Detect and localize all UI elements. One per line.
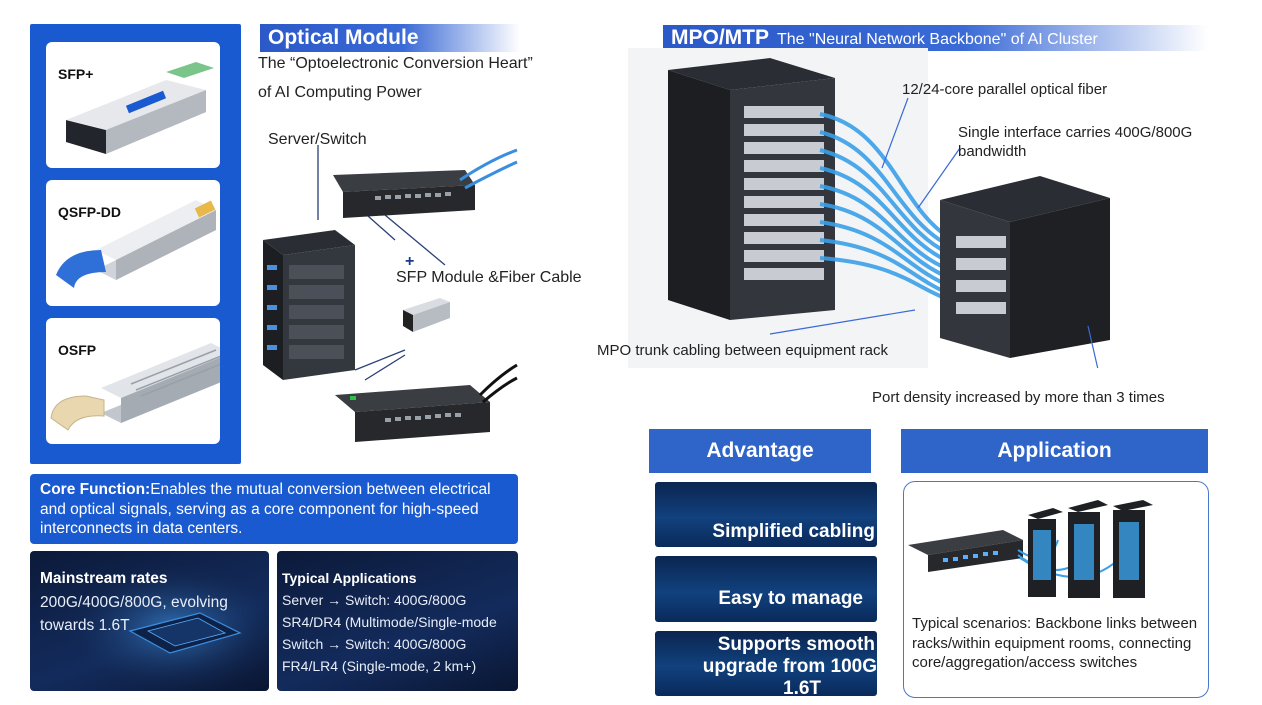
application-header: Application (901, 429, 1208, 473)
callout-fiber: 12/24-core parallel optical fiber (902, 81, 1108, 98)
advantage-card-manage: Easy to manage (655, 556, 877, 622)
product-label: OSFP (58, 342, 97, 358)
sfp-fiber-label: SFP Module &Fiber Cable (396, 269, 582, 286)
product-label: SFP+ (58, 66, 94, 82)
product-card-qsfp-dd[interactable]: QSFP-DD (46, 180, 220, 306)
chip-background-icon (30, 551, 269, 691)
mpo-header: MPO/MTP The "Neural Network Backbone" of … (663, 25, 1208, 51)
advantage-item: Simplified cabling (712, 521, 875, 542)
advantage-card-upgrade: Supports smooth upgrade from 100G 1.6T (655, 631, 877, 696)
plus-icon: + (405, 253, 415, 270)
product-card-osfp[interactable]: OSFP (46, 318, 220, 444)
server-switch-diagram (263, 145, 518, 442)
application-box: Typical scenarios: Backbone links betwee… (903, 481, 1209, 698)
server-switch-label: Server/Switch (268, 131, 367, 148)
callout-bandwidth-1: Single interface carries 400G/800G (958, 124, 1193, 141)
product-card-sfp-plus[interactable]: SFP+ (46, 42, 220, 168)
typical-app-item: Server → Switch: 400G/800G (282, 592, 467, 608)
mainstream-rates-card: Mainstream rates 200G/400G/800G, evolvin… (30, 551, 269, 691)
application-text: Typical scenarios: Backbone links betwee… (912, 615, 1198, 671)
section-title: Optical Module (268, 26, 419, 49)
mainstream-rates-title: Mainstream rates (40, 570, 168, 587)
optical-module-header: Optical Module (260, 24, 520, 52)
callout-trunk: MPO trunk cabling between equipment rack (597, 342, 888, 359)
typical-app-item: Switch → Switch: 400G/800G (282, 636, 467, 652)
optical-module-subtitle-2: of AI Computing Power (258, 84, 422, 101)
core-function-label: Core Function: (40, 481, 151, 498)
typical-applications-card: Typical Applications Server → Switch: 40… (277, 551, 518, 691)
advantage-item: Easy to manage (718, 588, 863, 609)
advantage-header: Advantage (649, 429, 871, 473)
advantage-item: upgrade from 100G (702, 656, 877, 677)
qsfp-dd-module-icon (56, 200, 216, 288)
mainstream-rates-line1: 200G/400G/800G, evolving (40, 594, 228, 611)
advantage-item: Supports smooth (717, 634, 875, 655)
typical-app-item: FR4/LR4 (Single-mode, 2 km+) (282, 658, 477, 674)
sfp-module-icon (66, 62, 214, 154)
typical-app-item: SR4/DR4 (Multimode/Single-mode (282, 614, 497, 630)
core-function-box: Core Function:Enables the mutual convers… (30, 474, 518, 544)
optical-module-subtitle-1: The “Optoelectronic Conversion Heart” (258, 55, 533, 72)
callout-density: Port density increased by more than 3 ti… (872, 389, 1165, 406)
mainstream-rates-line2: towards 1.6T (40, 617, 130, 634)
section-subtitle: The "Neural Network Backbone" of AI Clus… (777, 31, 1098, 48)
datacenter-racks-icon (908, 500, 1153, 598)
core-function-text: Enables the mutual conversion between el… (40, 481, 491, 537)
server-rack-diagram (668, 58, 1110, 368)
advantage-item: 1.6T (783, 678, 822, 696)
osfp-module-icon (50, 343, 220, 431)
product-label: QSFP-DD (58, 204, 121, 220)
advantage-card-simplified: Simplified cabling (655, 482, 877, 547)
section-title: MPO/MTP (671, 26, 769, 49)
typical-applications-title: Typical Applications (282, 570, 417, 586)
callout-bandwidth-2: bandwidth (958, 143, 1027, 160)
product-panel: SFP+ QSFP-DD OSFP (30, 24, 241, 464)
